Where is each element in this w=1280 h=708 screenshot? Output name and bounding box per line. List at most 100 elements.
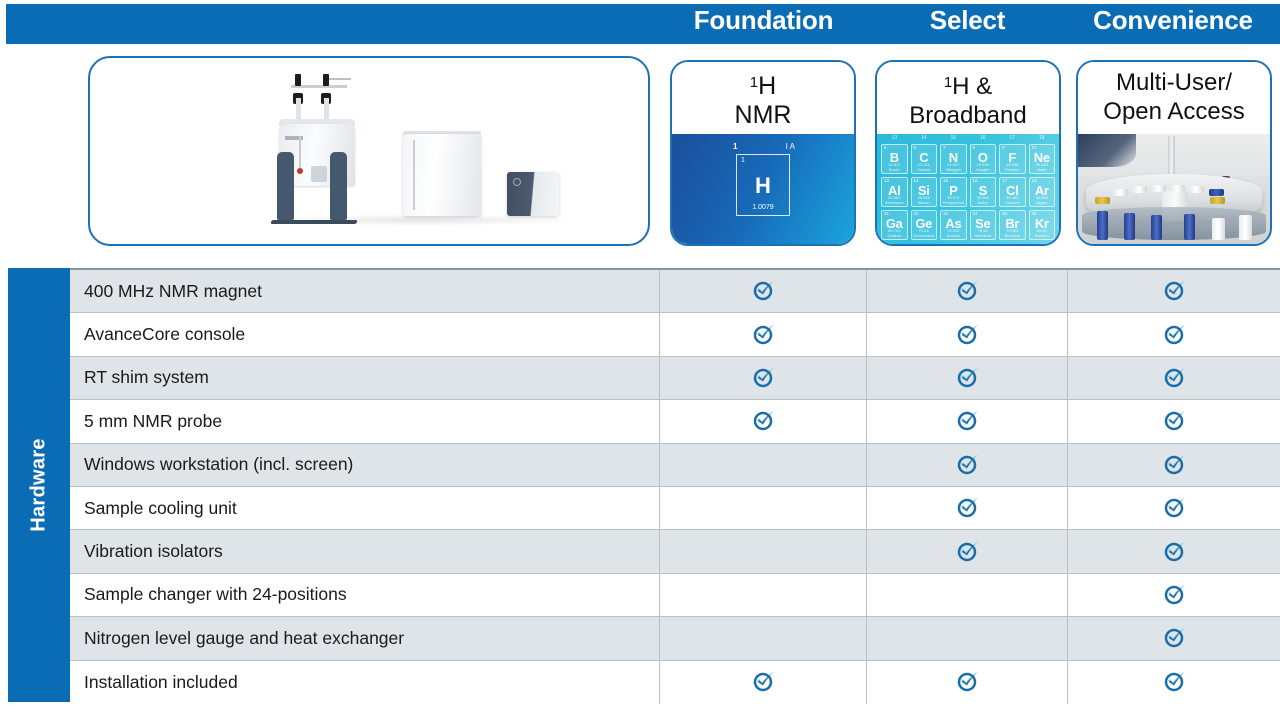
feature-cell-convenience xyxy=(1068,617,1280,659)
table-row: 400 MHz NMR magnet xyxy=(70,270,1280,314)
check-icon xyxy=(1164,541,1185,561)
feature-cell-foundation xyxy=(660,530,867,573)
periodic-atomic-number: 31 xyxy=(884,211,890,216)
plan-card-convenience[interactable]: Multi-User/ Open Access xyxy=(1076,60,1272,246)
element-group-number: 1 xyxy=(733,142,738,151)
periodic-group-header: 14 xyxy=(920,135,927,141)
magnet-top-rod xyxy=(291,85,347,88)
periodic-name: Arsenic xyxy=(946,233,960,238)
magnet-leg-right xyxy=(330,152,347,220)
periodic-symbol: O xyxy=(977,150,988,165)
periodic-group-header: 15 xyxy=(950,135,957,141)
table-row: Vibration isolators xyxy=(70,530,1280,574)
changer-position-3 xyxy=(1150,184,1166,192)
changer-position-7 xyxy=(1095,196,1111,204)
periodic-atomic-number: 32 xyxy=(913,211,919,216)
periodic-symbol: Ne xyxy=(1033,150,1050,165)
check-icon xyxy=(957,410,978,431)
plan-card-foundation-caption: 1H NMR xyxy=(672,62,854,134)
periodic-atomic-number: 33 xyxy=(943,211,949,216)
check-icon xyxy=(1164,280,1185,301)
feature-cell-select xyxy=(867,443,1068,486)
periodic-name: Nitrogen xyxy=(945,167,961,172)
product-image-panel xyxy=(88,56,650,246)
check-icon xyxy=(753,367,774,388)
check-icon xyxy=(957,497,978,518)
periodic-symbol: Br xyxy=(1005,216,1020,231)
sample-changer-photo xyxy=(1078,134,1270,244)
periodic-group-header: 18 xyxy=(1038,135,1045,141)
periodic-mass: 83.80 xyxy=(1036,228,1047,233)
feature-cell-convenience xyxy=(1068,487,1280,529)
plan-foundation-line1: H xyxy=(758,72,777,100)
periodic-mass: 74.922 xyxy=(947,228,960,233)
periodic-mass: 39.948 xyxy=(1035,195,1048,200)
magnet-post-left xyxy=(296,98,301,126)
changer-position-6 xyxy=(1208,189,1224,196)
feature-label: 400 MHz NMR magnet xyxy=(70,270,660,313)
periodic-mass: 35.453 xyxy=(1006,195,1019,200)
periodic-atomic-number: 34 xyxy=(972,211,978,216)
feature-cell-select xyxy=(867,313,1068,356)
changer-glass-shelf xyxy=(1081,206,1267,240)
feature-cell-convenience xyxy=(1068,530,1280,572)
avancecore-console-unit xyxy=(403,134,481,216)
magnet-valve-right xyxy=(323,74,329,86)
column-header-select: Select xyxy=(929,5,1006,35)
check-icon xyxy=(1164,410,1185,431)
plan-card-convenience-visual xyxy=(1078,134,1270,244)
feature-cell-select xyxy=(867,617,1068,660)
check-icon xyxy=(1164,454,1185,475)
changer-position-1 xyxy=(1112,189,1128,196)
feature-cell-convenience xyxy=(1068,574,1280,616)
periodic-name: Oxygen xyxy=(975,167,990,172)
magnet-foot-right xyxy=(325,220,351,224)
periodic-group-header: 17 xyxy=(1009,135,1016,141)
sample-tube-6 xyxy=(1239,215,1253,240)
isotope-superscript-1-select: 1 xyxy=(943,74,953,91)
periodic-name: Chlorine xyxy=(1004,200,1020,205)
table-row: Windows workstation (incl. screen) xyxy=(70,443,1280,487)
periodic-name: Fluorine xyxy=(1005,167,1020,172)
feature-cell-select xyxy=(867,270,1068,313)
periodic-mass: 26.982 xyxy=(888,195,901,200)
check-icon xyxy=(957,454,978,475)
feature-cell-foundation xyxy=(660,443,867,486)
check-icon xyxy=(1164,367,1185,388)
plan-card-foundation-visual: 1 I A 1 H 1.0079 xyxy=(672,134,854,244)
feature-cell-convenience xyxy=(1068,313,1280,355)
periodic-name: Argon xyxy=(1036,200,1048,205)
check-icon xyxy=(957,280,978,301)
category-label: Hardware xyxy=(27,438,50,532)
periodic-name: Gallium xyxy=(887,233,902,238)
periodic-symbol: Se xyxy=(975,216,991,231)
check-icon xyxy=(753,410,774,431)
periodic-atomic-number: 9 xyxy=(1002,145,1005,150)
element-mass: 1.0079 xyxy=(752,204,774,211)
periodic-atomic-number: 5 xyxy=(884,145,887,150)
accessory-unit-knob xyxy=(513,178,521,186)
plan-card-foundation[interactable]: 1H NMR 1 I A 1 H 1.0079 xyxy=(670,60,856,246)
table-row: Installation included xyxy=(70,660,1280,704)
feature-cell-select xyxy=(867,400,1068,443)
check-icon xyxy=(957,367,978,388)
periodic-name: Carbon xyxy=(917,167,931,172)
feature-cell-select xyxy=(867,530,1068,573)
plan-select-line2: Broadband xyxy=(909,102,1027,129)
periodic-mass: 10.811 xyxy=(888,162,901,167)
check-icon xyxy=(957,324,978,344)
feature-cell-foundation xyxy=(660,313,867,356)
periodic-symbol: Ga xyxy=(885,216,903,231)
periodic-symbol: S xyxy=(978,183,988,198)
periodic-atomic-number: 36 xyxy=(1031,211,1037,216)
